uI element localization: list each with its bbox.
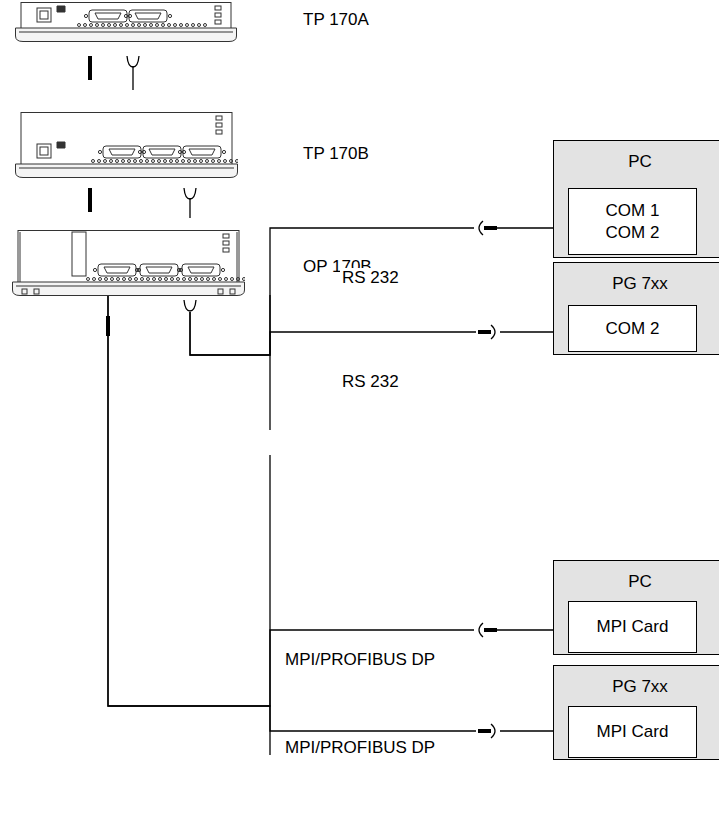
interface-box: MPI Card — [568, 601, 697, 653]
device-outline — [15, 112, 238, 178]
panel-device: TP 170B — [15, 112, 238, 178]
interface-box: MPI Card — [568, 706, 697, 758]
cable-connector — [190, 228, 568, 355]
computer-box: PG 7xxCOM 2 — [553, 262, 719, 355]
cable-connector — [108, 296, 568, 731]
box-title: PC — [554, 151, 719, 172]
cable-label: MPI/PROFIBUS DP — [283, 650, 437, 670]
interface-box: COM 1 COM 2 — [568, 188, 697, 255]
interface-label: MPI Card — [597, 616, 669, 637]
computer-box: PC MPI Card — [553, 560, 719, 655]
device-label: TP 170A — [303, 10, 369, 30]
cable-label: RS 232 — [340, 372, 401, 392]
box-title: PC — [554, 571, 719, 592]
cable-connector — [108, 296, 568, 706]
device-outline — [15, 2, 237, 42]
interface-box: COM 2 — [568, 305, 697, 352]
cable-connector — [190, 296, 568, 355]
computer-box: PG 7xxMPI Card — [553, 665, 719, 760]
interface-label: MPI Card — [597, 721, 669, 742]
interface-label: COM 2 — [606, 318, 660, 339]
cable-label: MPI/PROFIBUS DP — [283, 738, 437, 758]
box-title: PG 7xx — [554, 676, 719, 697]
computer-box: PC COM 1 COM 2 — [553, 140, 719, 258]
panel-device: TP 170A — [15, 2, 237, 42]
box-title: PG 7xx — [554, 273, 719, 294]
cable-label: RS 232 — [340, 268, 401, 288]
device-outline — [12, 230, 245, 296]
interface-label: COM 1 COM 2 — [602, 200, 664, 243]
device-label: TP 170B — [303, 144, 369, 164]
panel-device: OP 170B — [12, 230, 245, 296]
